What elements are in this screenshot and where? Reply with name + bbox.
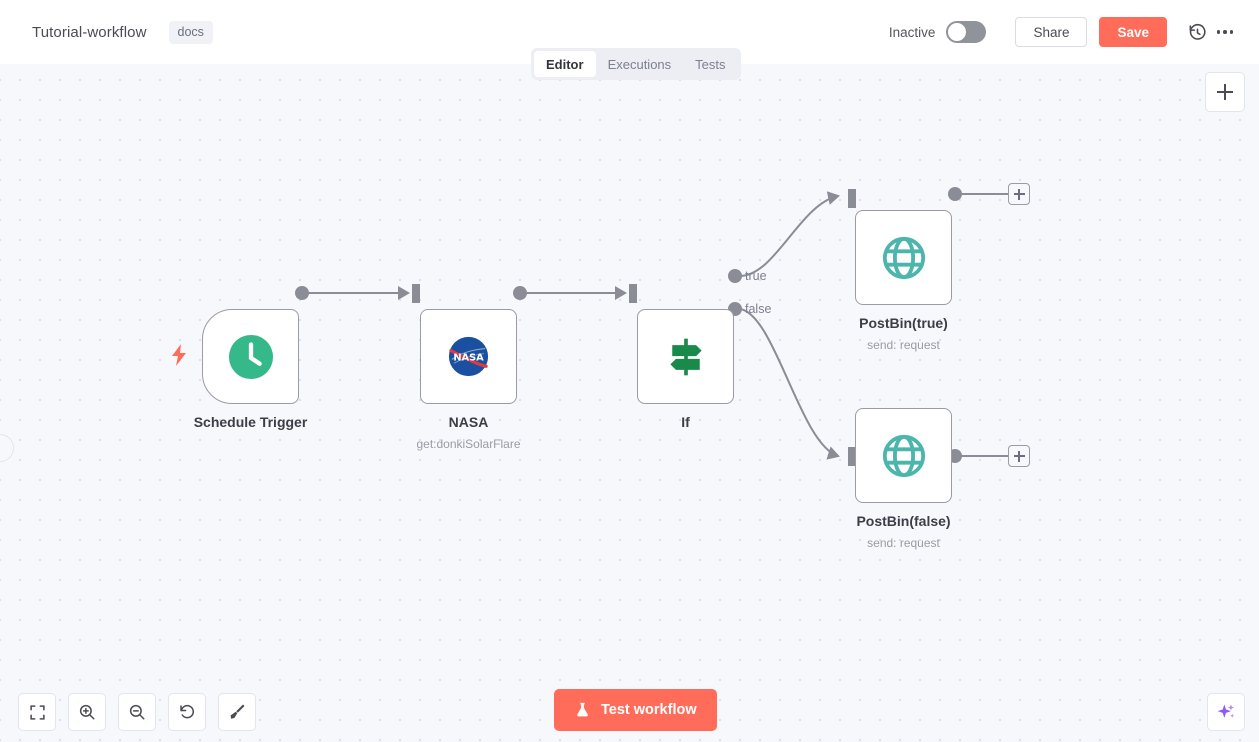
trigger-bolt-icon (170, 344, 188, 371)
tab-executions[interactable]: Executions (607, 56, 672, 72)
reset-zoom-button[interactable] (168, 693, 206, 731)
nasa-logo-icon: NASA (448, 336, 489, 377)
tidy-up-button[interactable] (218, 693, 256, 731)
flask-icon (577, 702, 588, 717)
canvas-toolbar (18, 693, 256, 731)
activation-toggle[interactable] (946, 21, 987, 43)
ellipsis-icon (1216, 30, 1234, 34)
more-options-icon[interactable] (1211, 18, 1239, 46)
node-subtitle-nasa: get:donkiSolarFlare (416, 437, 521, 451)
view-tabs: Editor Executions Tests (531, 48, 741, 80)
node-label-postbin-false: PostBin(false) (856, 513, 951, 529)
test-workflow-label: Test workflow (601, 702, 697, 718)
tab-editor[interactable]: Editor (534, 51, 596, 77)
test-workflow-button[interactable]: Test workflow (554, 689, 717, 731)
save-button[interactable]: Save (1099, 17, 1167, 47)
add-node-button[interactable] (1205, 72, 1245, 112)
node-label-postbin-true: PostBin(true) (859, 315, 948, 331)
globe-icon (882, 434, 925, 477)
workflow-canvas[interactable]: Schedule Trigger NASA NASA get:donkiSola… (0, 64, 1259, 742)
node-postbin-true[interactable] (855, 210, 952, 305)
history-icon[interactable] (1183, 18, 1211, 46)
share-button[interactable]: Share (1015, 17, 1088, 47)
output-label-true: true (745, 269, 767, 283)
sparkle-icon (1217, 704, 1235, 718)
signpost-icon (669, 338, 702, 375)
docs-tag[interactable]: docs (168, 20, 213, 44)
app-header: Tutorial-workflow docs Inactive Share Sa… (0, 0, 1259, 64)
header-actions: Inactive Share Save (889, 17, 1239, 47)
connection-layer (295, 187, 1008, 466)
node-label-nasa: NASA (448, 414, 489, 430)
node-subtitle-postbin-false: send: request (867, 536, 940, 550)
tab-tests[interactable]: Tests (695, 56, 726, 72)
svg-text:NASA: NASA (453, 352, 484, 363)
activation-status-label: Inactive (888, 24, 936, 40)
zoom-in-button[interactable] (68, 693, 106, 731)
fit-view-button[interactable] (18, 693, 56, 731)
output-label-false: false (745, 302, 772, 316)
node-label-if: If (681, 414, 690, 430)
workflow-title[interactable]: Tutorial-workflow (32, 23, 147, 41)
toggle-knob (948, 23, 967, 41)
globe-icon (882, 236, 925, 279)
node-schedule-trigger[interactable] (202, 309, 299, 404)
add-node-after-postbin-false[interactable] (1008, 445, 1030, 467)
clock-icon (228, 334, 273, 379)
add-node-after-postbin-true[interactable] (1008, 183, 1030, 205)
node-subtitle-postbin-true: send: request (867, 338, 940, 352)
node-postbin-false[interactable] (855, 408, 952, 503)
zoom-out-button[interactable] (118, 693, 156, 731)
node-if[interactable] (637, 309, 734, 404)
node-nasa[interactable]: NASA (420, 309, 517, 404)
node-label-schedule-trigger: Schedule Trigger (193, 414, 308, 430)
ai-assistant-button[interactable] (1207, 693, 1245, 731)
